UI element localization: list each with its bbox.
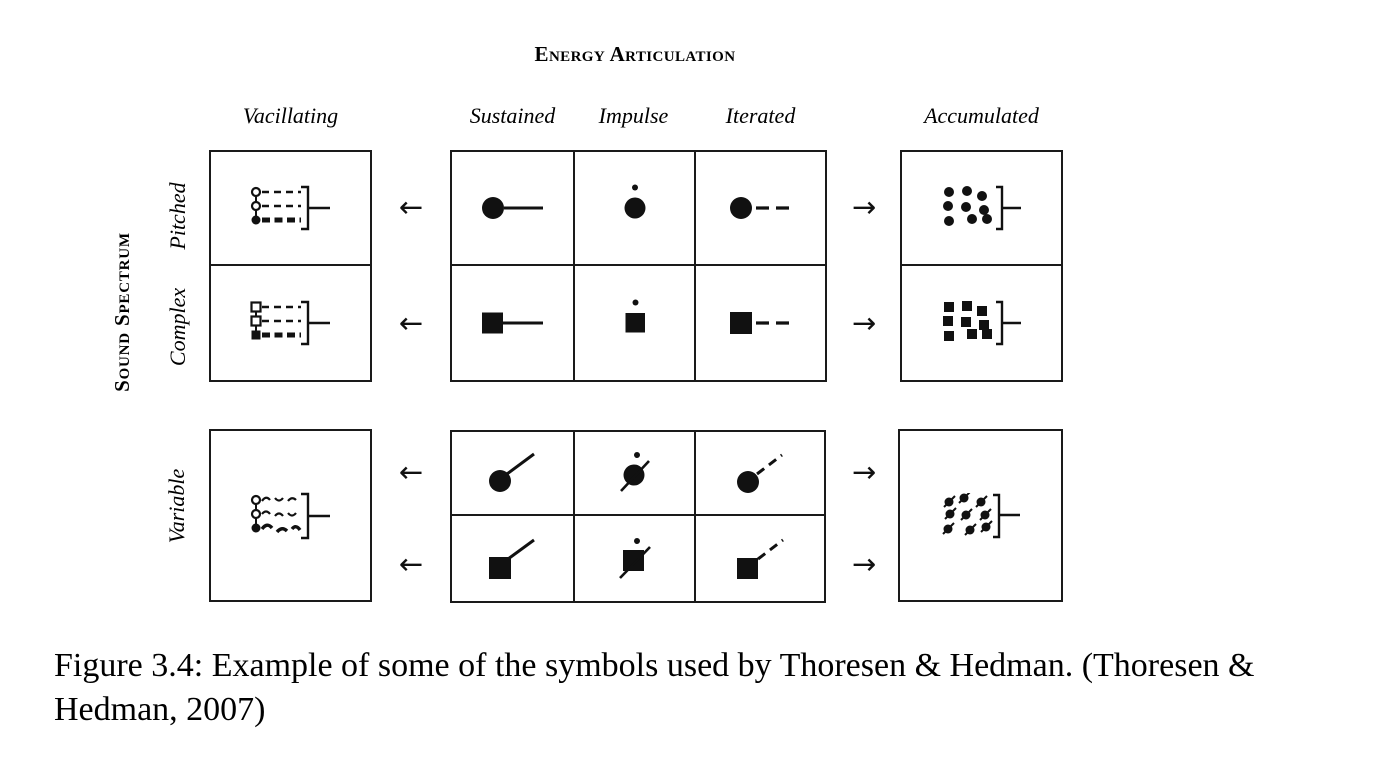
- cell-sustained-complex: [452, 266, 573, 380]
- iterated-variable-complex-symbol-icon: [736, 538, 784, 579]
- articulation-grid-top: [450, 150, 827, 382]
- grid-divider: [573, 152, 575, 380]
- grid-divider: [573, 432, 575, 601]
- cell-iterated-variable-complex: [696, 516, 825, 601]
- iterated-variable-pitched-symbol-icon: [736, 453, 783, 493]
- column-header-sustained: Sustained: [469, 103, 556, 128]
- vacillating-complex-symbol-icon: [249, 300, 330, 346]
- accumulated-column-box: [900, 150, 1063, 382]
- column-header-impulse: Impulse: [598, 103, 669, 128]
- sustained-variable-pitched-symbol-icon: [488, 452, 535, 492]
- cell-sustained-variable-complex: [452, 516, 573, 601]
- column-header-iterated: Iterated: [725, 103, 796, 128]
- figure-caption-line-1: Figure 3.4: Example of some of the symbo…: [54, 647, 1255, 684]
- vacillating-pitched-symbol-icon: [250, 185, 330, 231]
- grid-divider: [694, 152, 696, 380]
- cell-sustained-pitched: [452, 152, 573, 264]
- cell-impulse-complex: [575, 266, 694, 380]
- right-arrow-icon: →: [851, 306, 877, 340]
- grid-divider: [452, 264, 825, 266]
- energy-articulation-title: Energy Articulation: [534, 42, 736, 66]
- row-label-complex: Complex: [165, 287, 190, 367]
- accumulated-variable-symbol-icon: [941, 492, 1020, 538]
- row-label-pitched: Pitched: [165, 182, 190, 250]
- vacillating-column-box: [209, 150, 372, 382]
- right-arrow-icon: →: [851, 455, 877, 489]
- figure-caption-line-2: Hedman, 2007): [54, 691, 266, 728]
- impulse-complex-symbol-icon: [625, 299, 645, 333]
- right-arrow-icon: →: [851, 547, 877, 581]
- grid-divider: [694, 432, 696, 601]
- sustained-variable-complex-symbol-icon: [488, 538, 535, 579]
- box-divider: [902, 264, 1061, 266]
- vacillating-variable-box: [209, 429, 372, 602]
- cell-sustained-variable-pitched: [452, 432, 573, 514]
- sustained-complex-symbol-icon: [481, 312, 543, 334]
- left-arrow-icon: ←: [398, 190, 424, 224]
- impulse-pitched-symbol-icon: [624, 184, 645, 219]
- accumulated-variable-box: [898, 429, 1063, 602]
- cell-accumulated-complex: [902, 266, 1061, 380]
- cell-accumulated-pitched: [902, 152, 1061, 264]
- iterated-complex-symbol-icon: [729, 312, 791, 334]
- cell-impulse-pitched: [575, 152, 694, 264]
- accumulated-complex-symbol-icon: [942, 300, 1021, 346]
- cell-impulse-variable-pitched: [575, 432, 694, 514]
- axis-label-sound-spectrum: Sound Spectrum: [110, 232, 134, 392]
- left-arrow-icon: ←: [398, 455, 424, 489]
- cell-vacillating-variable: [211, 431, 370, 600]
- cell-vacillating-pitched: [211, 152, 370, 264]
- iterated-pitched-symbol-icon: [729, 197, 791, 219]
- left-arrow-icon: ←: [398, 547, 424, 581]
- cell-iterated-complex: [696, 266, 825, 380]
- row-label-variable: Variable: [164, 468, 189, 544]
- figure-caption: Figure 3.4: Example of some of the symbo…: [54, 644, 1384, 732]
- box-divider: [211, 264, 370, 266]
- cell-iterated-variable-pitched: [696, 432, 825, 514]
- cell-iterated-pitched: [696, 152, 825, 264]
- accumulated-pitched-symbol-icon: [942, 185, 1021, 231]
- vacillating-variable-symbol-icon: [250, 492, 330, 539]
- right-arrow-icon: →: [851, 190, 877, 224]
- articulation-grid-bottom: [450, 430, 826, 603]
- left-arrow-icon: ←: [398, 306, 424, 340]
- sustained-pitched-symbol-icon: [481, 197, 543, 219]
- impulse-variable-complex-symbol-icon: [618, 537, 651, 579]
- cell-accumulated-variable: [900, 431, 1061, 600]
- grid-divider: [452, 514, 824, 516]
- cell-vacillating-complex: [211, 266, 370, 380]
- cell-impulse-variable-complex: [575, 516, 694, 601]
- column-header-vacillating: Vacillating: [242, 103, 339, 128]
- column-header-accumulated: Accumulated: [924, 103, 1039, 128]
- impulse-variable-pitched-symbol-icon: [619, 452, 650, 492]
